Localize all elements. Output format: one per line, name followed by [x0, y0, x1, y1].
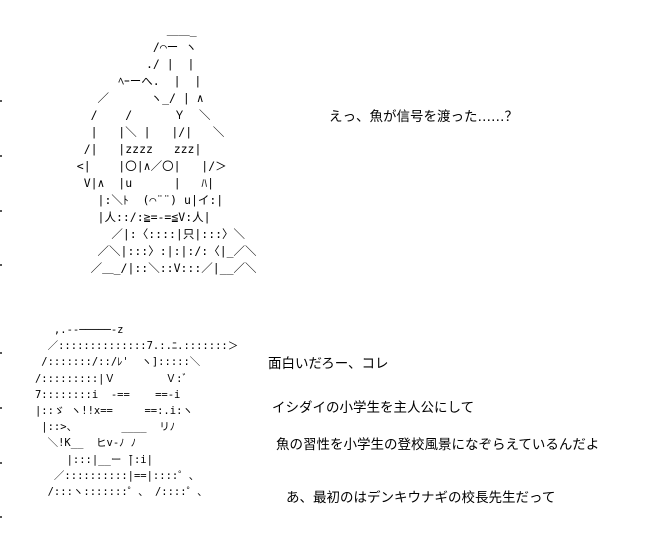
- ascii-art-line: |:::|__ー ̄|:i|: [16, 453, 153, 466]
- margin-dot: [0, 100, 2, 102]
- ascii-art-line: /:::::::::|Ｖ Ｖ:ﾞ: [16, 372, 188, 385]
- ascii-art-line: |::>、 ____ リﾉ: [16, 421, 176, 434]
- ascii-art-line: ＼!K__ ヒv-ﾉ ﾉ: [16, 437, 137, 450]
- margin-dot: [0, 264, 2, 266]
- ascii-art-line: ./ | |: [56, 57, 195, 71]
- ascii-art-character-top: ＿＿_ /⌒ー ヽ ./ | | ﾍｰーへ. | | ／ ヽ_/ | ∧ / /…: [56, 22, 257, 277]
- ascii-art-line: /⌒ー ヽ: [56, 40, 197, 54]
- ascii-art-line: /:::::::/::/ﾚ' ヽ]:::::＼: [16, 356, 201, 369]
- ascii-art-line: |::ゞ ヽ!!x== ==:.i:ヽ: [16, 405, 193, 418]
- dialogue-line: あ、最初のはデンキウナギの校長先生だって: [286, 490, 556, 506]
- ascii-art-line: /| |zzzz zzz|: [56, 142, 202, 156]
- ascii-art-line: ／＼|:::〉:|:|:/:〈|_／＼: [56, 244, 257, 258]
- dialogue-line: 魚の習性を小学生の登校風景になぞらえているんだよ: [276, 437, 600, 453]
- margin-dot: [0, 352, 2, 354]
- ascii-art-line: 7::::::::i -== ==-i: [16, 388, 181, 401]
- ascii-art-line: ＿＿_: [56, 23, 197, 37]
- dialogue-line: イシダイの小学生を主人公にして: [272, 400, 475, 416]
- ascii-art-line: ／|:〈::::|只|:::〉＼: [56, 227, 246, 241]
- margin-dot: [0, 155, 2, 157]
- ascii-art-character-bottom: ,.--─────‐z ／::::::::::::::7.:.ﾆ.:::::::…: [16, 322, 238, 500]
- ascii-art-line: ／ ヽ_/ | ∧: [56, 91, 204, 105]
- dialogue-line: えっ、魚が信号を渡った……？: [329, 109, 518, 125]
- margin-dot: [0, 210, 2, 212]
- margin-dot: [0, 462, 2, 464]
- ascii-art-line: <| |〇|∧／〇| |/＞: [56, 159, 227, 173]
- dialogue-line: 面白いだろー、コレ: [268, 356, 389, 372]
- ascii-art-line: / / Ｙ ＼: [56, 108, 211, 122]
- ascii-art-line: |:＼ﾄ (⌒¨¨) u|イ:|: [56, 193, 224, 207]
- ascii-art-line: ／＿_/|::＼::V:::／|__／＼: [56, 261, 257, 275]
- ascii-art-line: ／::::::::::|==|::::゜、: [16, 469, 200, 482]
- margin-dot: [0, 516, 2, 518]
- ascii-art-line: ／::::::::::::::7.:.ﾆ.:::::::＞: [16, 340, 239, 353]
- ascii-art-line: V|∧ |u | ﾊ|: [56, 176, 215, 190]
- ascii-art-line: ,.--─────‐z: [16, 324, 124, 336]
- ascii-art-line: ﾍｰーへ. | |: [56, 74, 202, 88]
- ascii-art-line: |人::/:≧=-=≦V:人|: [56, 210, 211, 224]
- margin-dot: [0, 407, 2, 409]
- ascii-art-line: /:::ヽ:::::::゜、 /::::゜、: [16, 486, 208, 499]
- ascii-art-line: | |＼ | |/| ＼: [56, 125, 225, 139]
